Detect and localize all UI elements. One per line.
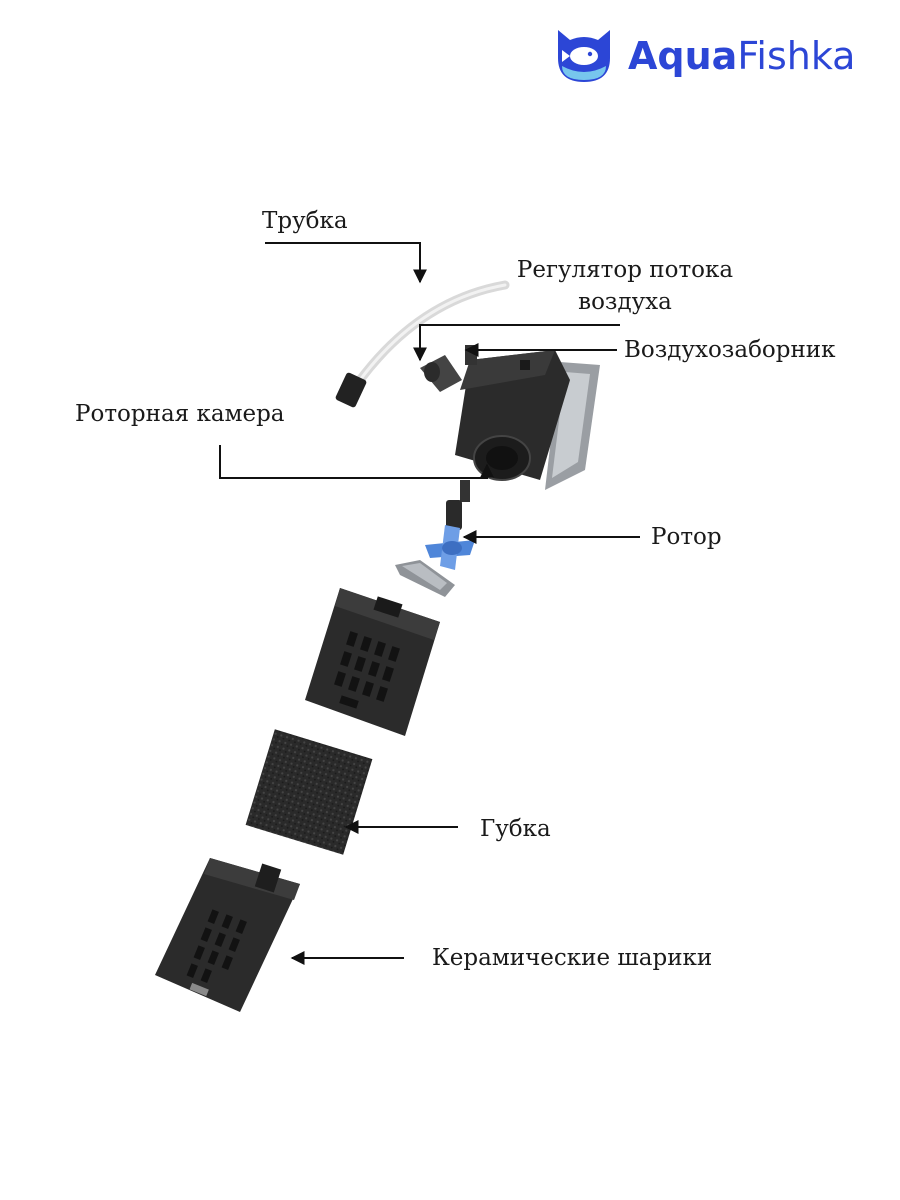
label-rotor: Ротор (651, 524, 722, 550)
label-sponge: Губка (480, 816, 551, 842)
rotor-chamber-leader-line (219, 445, 494, 479)
label-air-regulator-line2: воздуха (578, 289, 672, 315)
upper-cartridge-part (305, 588, 440, 736)
rotor-cover-part (395, 560, 455, 597)
lower-cartridge-part (155, 858, 300, 1012)
label-rotor-chamber: Роторная камера (75, 401, 285, 427)
rotor-part (425, 480, 475, 570)
air-regulator-leader-line (413, 324, 620, 362)
label-air-regulator-line1: Регулятор потока (516, 257, 734, 283)
pump-body-part (420, 345, 600, 490)
tube-part (335, 280, 510, 408)
fish-in-cat-head-icon (558, 30, 610, 82)
tube-leader-line (265, 242, 427, 284)
brand-logo: AquaFishka (552, 26, 872, 86)
brand-name: AquaFishka (628, 34, 855, 78)
brand-name-bold: Aqua (628, 34, 738, 78)
sponge-part (245, 729, 373, 855)
label-ceramic-balls: Керамические шарики (432, 945, 713, 971)
brand-name-regular: Fishka (737, 34, 856, 78)
label-tube: Трубка (262, 208, 348, 234)
label-air-intake: Воздухозаборник (624, 337, 836, 363)
